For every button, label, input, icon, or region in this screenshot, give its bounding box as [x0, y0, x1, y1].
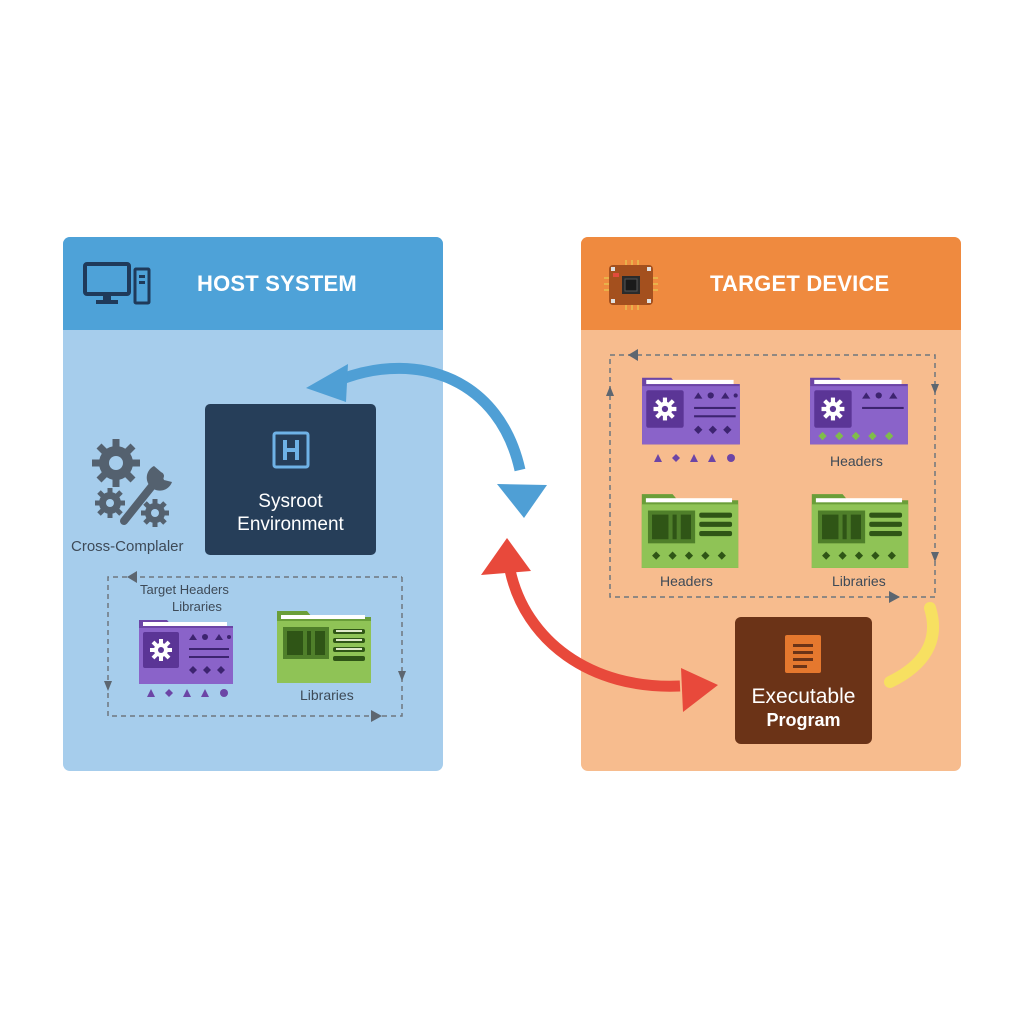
- executable-title: Executable: [751, 685, 856, 708]
- desktop-computer-icon: [83, 262, 151, 305]
- target-device-title: TARGET DEVICE: [710, 271, 890, 296]
- host-system-panel: HOST SYSTEM: [63, 237, 443, 771]
- h-letter-icon: [272, 431, 310, 469]
- host-headers-folder: [139, 620, 233, 684]
- gears-wrench-icon: [92, 439, 172, 527]
- target-library-folder-2: [811, 494, 909, 568]
- circuit-board-icon: [604, 260, 658, 310]
- document-lines-icon: [785, 635, 821, 673]
- target-library-folder-1: [641, 494, 739, 568]
- blue-curved-arrow: [340, 362, 526, 472]
- target-dashed-loop: [609, 354, 936, 598]
- host-libraries-label: Libraries: [300, 687, 354, 703]
- host-headers-symbols: [147, 689, 228, 697]
- target-headers-label-2: Headers: [660, 573, 713, 589]
- target-headers-label: Target Headers: [140, 582, 229, 597]
- host-system-header: HOST SYSTEM: [63, 237, 443, 330]
- target-headers-folder-1: [642, 377, 740, 445]
- executable-subtitle: Program: [766, 710, 841, 730]
- host-libraries-folder: [277, 611, 371, 683]
- target-libraries-label: Libraries: [832, 573, 886, 589]
- sysroot-label: Sysroot Environment: [237, 491, 344, 535]
- target-headers-label-1: Headers: [830, 453, 883, 469]
- host-system-title: HOST SYSTEM: [197, 271, 357, 296]
- host-dashed-loop: [107, 576, 403, 717]
- target-headers-folder-2: [810, 377, 908, 445]
- red-curved-arrow: [504, 568, 681, 692]
- target-libraries-label: Libraries: [172, 599, 222, 614]
- executable-program-box: Executable Program: [735, 617, 872, 744]
- sysroot-environment-box: Sysroot Environment: [205, 404, 376, 555]
- yellow-arc: [884, 602, 940, 688]
- cross-compiler-label: Cross-Complaler: [71, 538, 184, 555]
- target-headers-symbols: [654, 454, 735, 462]
- target-device-header: TARGET DEVICE: [581, 237, 961, 330]
